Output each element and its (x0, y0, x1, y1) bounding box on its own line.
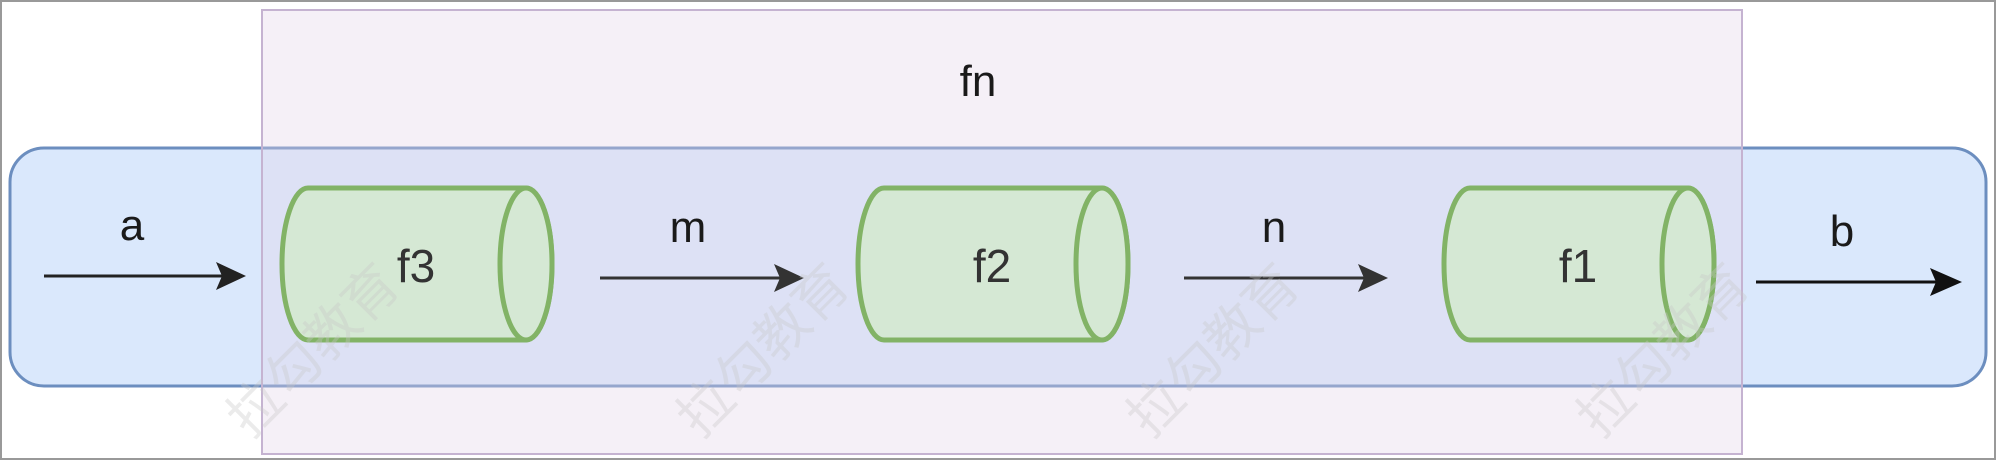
stage-label-f3: f3 (397, 240, 435, 292)
stage-f3: f3 (279, 185, 555, 343)
cylinder-cap (1659, 185, 1717, 343)
stage-f2: f2 (855, 185, 1131, 343)
stage-label-f2: f2 (973, 240, 1011, 292)
arrow-head-icon (1930, 268, 1962, 296)
arrow-head-icon (774, 264, 804, 292)
edge-label-m: m (670, 203, 707, 252)
edge-m: m (600, 203, 804, 292)
stage-f1: f1 (1441, 185, 1717, 343)
cylinder-cap (1073, 185, 1131, 343)
input-label: a (120, 201, 145, 250)
cylinder-cap (497, 185, 555, 343)
arrow-head-icon (216, 262, 246, 290)
edge-label-n: n (1262, 203, 1286, 252)
edge-n: n (1184, 203, 1388, 292)
input-arrow: a (44, 201, 246, 290)
stage-label-f1: f1 (1559, 240, 1597, 292)
output-label: b (1830, 207, 1854, 256)
arrow-head-icon (1358, 264, 1388, 292)
fn-label: fn (960, 57, 997, 106)
output-arrow: b (1756, 207, 1962, 296)
